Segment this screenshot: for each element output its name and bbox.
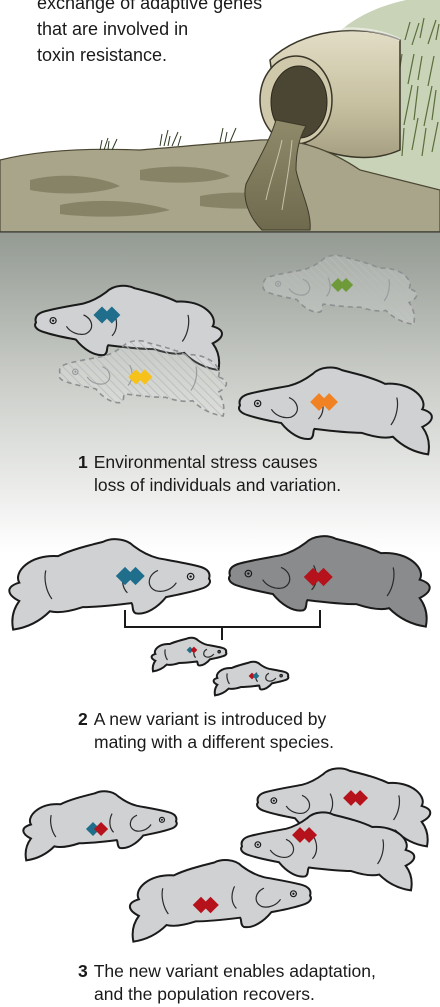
intro-line: toxin resistance. bbox=[37, 42, 262, 68]
step-caption-line: The new variant enables adaptation, bbox=[94, 961, 376, 981]
step-2-caption: 2 A new variant is introduced by mating w… bbox=[78, 708, 334, 754]
step-number: 2 bbox=[78, 709, 88, 729]
stage-2-fish-group bbox=[9, 536, 429, 695]
intro-line: exchange of adaptive genes bbox=[37, 0, 262, 16]
intro-line: that are involved in bbox=[37, 16, 262, 42]
step-number: 3 bbox=[78, 961, 88, 981]
step-caption-line: Environmental stress causes bbox=[94, 452, 318, 472]
step-1-caption: 1 Environmental stress causes loss of ind… bbox=[78, 451, 341, 497]
fish bbox=[152, 638, 227, 672]
mating-bracket bbox=[125, 610, 320, 640]
fish bbox=[214, 662, 289, 696]
step-caption-line: mating with a different species. bbox=[78, 731, 334, 754]
step-caption-line: A new variant is introduced by bbox=[94, 709, 327, 729]
intro-text: exchange of adaptive genes that are invo… bbox=[37, 0, 262, 68]
step-3-caption: 3 The new variant enables adaptation, and… bbox=[78, 960, 376, 1006]
fish bbox=[130, 860, 311, 942]
step-number: 1 bbox=[78, 452, 88, 472]
stage-3-fish-group bbox=[23, 768, 430, 941]
step-caption-line: and the population recovers. bbox=[78, 983, 376, 1006]
step-caption-line: loss of individuals and variation. bbox=[78, 474, 341, 497]
